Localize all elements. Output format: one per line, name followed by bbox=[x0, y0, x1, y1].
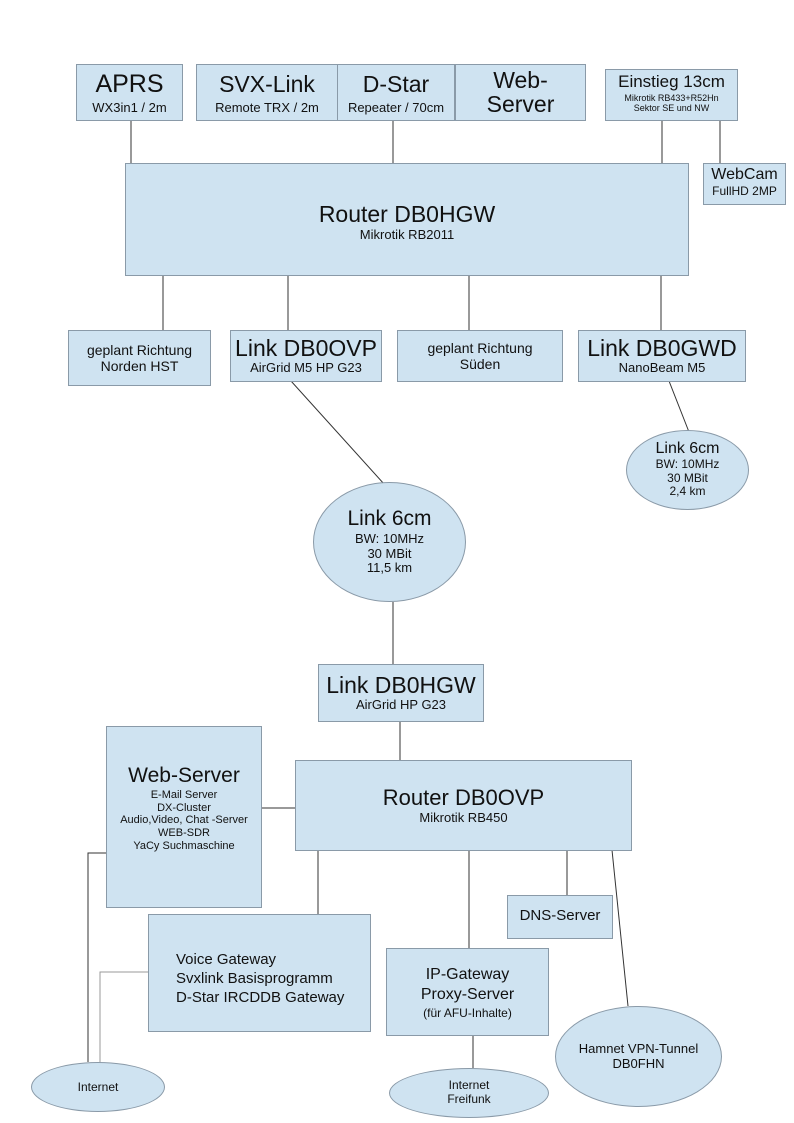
ip-gateway-title: IP-Gateway Proxy-Server bbox=[420, 966, 515, 1003]
link-6cm-small-title: Link 6cm bbox=[655, 439, 720, 457]
wire-router-hamnet bbox=[611, 849, 629, 1007]
webserver-top-box: Web- Server bbox=[455, 64, 586, 121]
geplant-nord-box: geplant Richtung Norden HST bbox=[68, 330, 211, 386]
router-db0hgw-subtitle: Mikrotik RB2011 bbox=[359, 227, 455, 243]
aprs-box: APRS WX3in1 / 2m bbox=[76, 64, 183, 121]
svx-link-title: SVX-Link bbox=[219, 71, 315, 97]
link-6cm-ellipse: Link 6cm BW: 10MHz 30 MBit 11,5 km bbox=[313, 482, 466, 602]
internet-freifunk-ellipse: Internet Freifunk bbox=[389, 1068, 549, 1118]
svx-link-subtitle: Remote TRX / 2m bbox=[215, 100, 319, 116]
dstar-title: D-Star bbox=[362, 71, 430, 97]
webserver-title: Web-Server bbox=[128, 764, 240, 787]
webserver-top-title: Web- Server bbox=[486, 67, 555, 118]
webcam-box: WebCam FullHD 2MP bbox=[703, 163, 786, 205]
router-db0ovp-subtitle: Mikrotik RB450 bbox=[419, 810, 508, 826]
router-db0hgw-title: Router DB0HGW bbox=[318, 201, 496, 227]
geplant-sued-box: geplant Richtung Süden bbox=[397, 330, 563, 382]
router-db0ovp-box: Router DB0OVP Mikrotik RB450 bbox=[295, 760, 632, 851]
router-db0ovp-title: Router DB0OVP bbox=[382, 785, 545, 810]
link-6cm-details: BW: 10MHz 30 MBit 11,5 km bbox=[354, 530, 425, 576]
link-db0gwd-box: Link DB0GWD NanoBeam M5 bbox=[578, 330, 746, 382]
einstieg-title: Einstieg 13cm bbox=[618, 72, 725, 91]
dns-server-box: DNS-Server bbox=[507, 895, 613, 939]
internet-ellipse: Internet bbox=[31, 1062, 165, 1112]
link-db0gwd-subtitle: NanoBeam M5 bbox=[618, 360, 706, 376]
ip-gateway-box: IP-Gateway Proxy-Server (für AFU-Inhalte… bbox=[386, 948, 549, 1036]
geplant-nord-text: geplant Richtung Norden HST bbox=[86, 342, 193, 375]
link-db0ovp-title: Link DB0OVP bbox=[235, 335, 377, 361]
link-6cm-title: Link 6cm bbox=[347, 506, 432, 530]
link-6cm-small-ellipse: Link 6cm BW: 10MHz 30 MBit 2,4 km bbox=[626, 430, 749, 510]
webcam-title: WebCam bbox=[711, 166, 778, 183]
webserver-box: Web-Server E-Mail Server DX-Cluster Audi… bbox=[106, 726, 262, 908]
link-db0gwd-title: Link DB0GWD bbox=[587, 335, 737, 361]
wire-voice-internet bbox=[99, 971, 148, 1062]
link-db0hgw-subtitle: AirGrid HP G23 bbox=[355, 697, 447, 713]
hamnet-vpn-ellipse: Hamnet VPN-Tunnel DB0FHN bbox=[555, 1006, 722, 1107]
aprs-subtitle: WX3in1 / 2m bbox=[92, 100, 167, 116]
link-db0hgw-title: Link DB0HGW bbox=[326, 672, 476, 698]
link-db0hgw-box: Link DB0HGW AirGrid HP G23 bbox=[318, 664, 484, 722]
link-db0ovp-box: Link DB0OVP AirGrid M5 HP G23 bbox=[230, 330, 382, 382]
router-db0hgw-box: Router DB0HGW Mikrotik RB2011 bbox=[125, 163, 689, 276]
hamnet-vpn-text: Hamnet VPN-Tunnel DB0FHN bbox=[578, 1040, 699, 1071]
internet-freifunk-label: Internet Freifunk bbox=[447, 1078, 491, 1106]
internet-label: Internet bbox=[77, 1079, 119, 1094]
link-6cm-small-details: BW: 10MHz 30 MBit 2,4 km bbox=[655, 456, 720, 499]
voice-gateway-box: Voice Gateway Svxlink Basisprogramm D-St… bbox=[148, 914, 371, 1032]
wire-gwd-link6small bbox=[668, 380, 690, 433]
svx-link-box: SVX-Link Remote TRX / 2m bbox=[196, 64, 338, 121]
voice-gateway-text: Voice Gateway Svxlink Basisprogramm D-St… bbox=[176, 951, 345, 1006]
einstieg-subtitle: Mikrotik RB433+R52Hn Sektor SE und NW bbox=[624, 92, 719, 114]
link-db0ovp-subtitle: AirGrid M5 HP G23 bbox=[250, 360, 362, 376]
dstar-box: D-Star Repeater / 70cm bbox=[337, 64, 455, 121]
dstar-subtitle: Repeater / 70cm bbox=[347, 100, 445, 116]
wire-ovp-link6 bbox=[290, 380, 385, 485]
aprs-title: APRS bbox=[95, 70, 164, 98]
webserver-services: E-Mail Server DX-Cluster Audio,Video, Ch… bbox=[120, 789, 248, 852]
webcam-subtitle: FullHD 2MP bbox=[712, 183, 777, 198]
dns-server-label: DNS-Server bbox=[519, 907, 601, 924]
einstieg-box: Einstieg 13cm Mikrotik RB433+R52Hn Sekto… bbox=[605, 69, 738, 121]
wire-web-internet bbox=[87, 852, 106, 1062]
geplant-sued-text: geplant Richtung Süden bbox=[427, 340, 533, 373]
ip-gateway-subtitle: (für AFU-Inhalte) bbox=[423, 1006, 512, 1020]
